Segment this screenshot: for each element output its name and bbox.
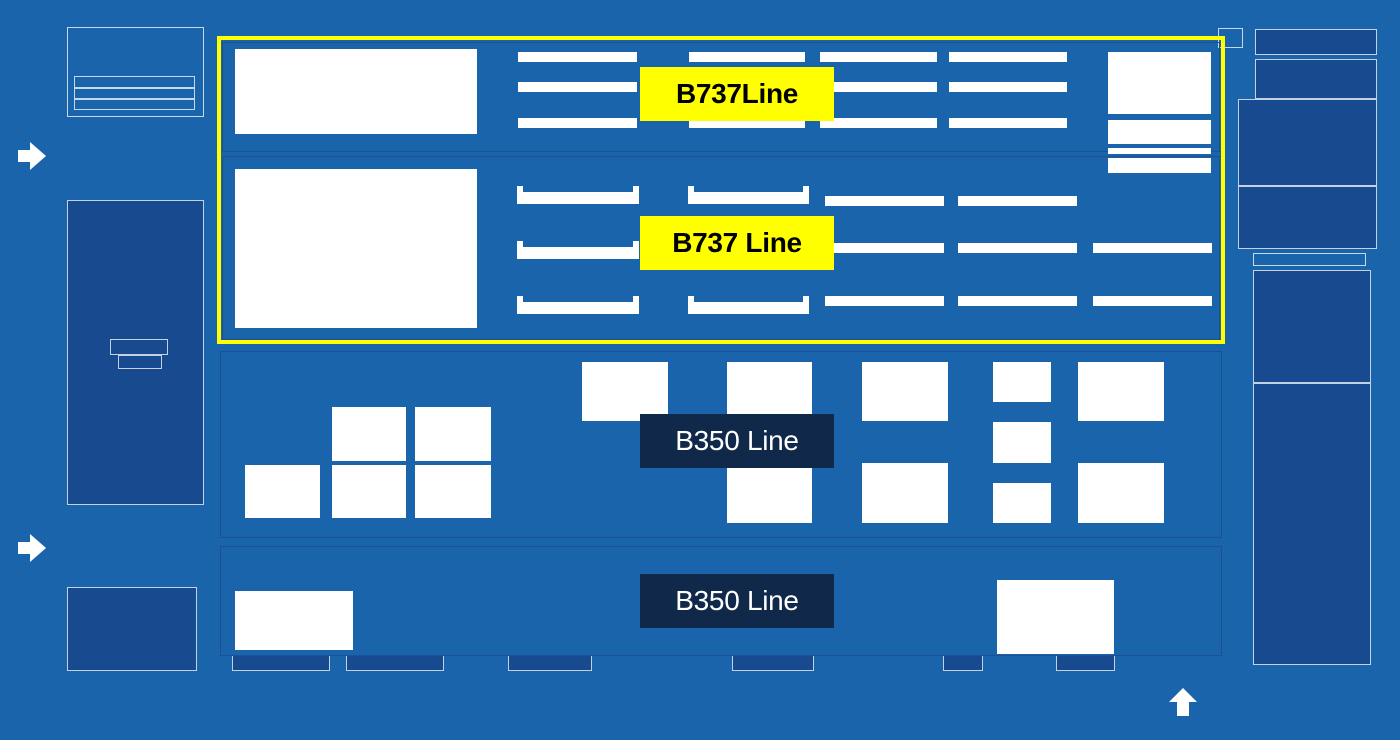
zone-label-b737-upper: B737Line	[640, 67, 834, 121]
right-tall-room-upper	[1253, 270, 1371, 383]
b350-lower-bay	[220, 546, 1222, 656]
b350-machine	[993, 422, 1051, 463]
b737-upper-bench	[949, 82, 1067, 92]
left-top-office-shelf-3	[74, 99, 195, 110]
dock-tab	[732, 656, 814, 671]
right-mid-strip	[1253, 253, 1366, 266]
b350-machine	[332, 407, 406, 461]
b737-lower-bench	[1093, 243, 1212, 253]
zone-label-b737-lower: B737 Line	[640, 216, 834, 270]
b737-upper-bench	[949, 52, 1067, 62]
b350-machine	[582, 362, 668, 421]
b350-machine	[862, 362, 948, 421]
left-top-office	[67, 27, 204, 117]
zone-label-b350-lower: B350 Line	[640, 574, 834, 628]
b350-machine	[1078, 463, 1164, 523]
b350-machine	[415, 465, 491, 518]
b350-machine	[1078, 362, 1164, 421]
b350-machine	[862, 463, 948, 523]
b737-upper-bench	[949, 118, 1067, 128]
right-top-office-2	[1255, 59, 1377, 99]
b737-upper-bench	[689, 52, 805, 62]
b737-zone-highlight	[217, 36, 1225, 344]
b737-right-cabinet-shelf	[1108, 120, 1211, 144]
b737-upper-bench	[820, 52, 937, 62]
b737-upper-bench	[820, 118, 937, 128]
b737-fixture-bracket	[688, 186, 809, 204]
dock-tab	[346, 656, 444, 671]
right-mid-room-upper	[1238, 99, 1377, 186]
dock-tab	[943, 656, 983, 671]
b350-machine	[993, 362, 1051, 402]
arrow-right-icon	[18, 142, 46, 170]
right-mid-room-lower	[1238, 186, 1377, 249]
left-top-office-shelf-1	[74, 76, 195, 88]
right-top-office-1	[1255, 29, 1377, 55]
left-storage-room	[67, 200, 204, 505]
right-tall-room-lower	[1253, 383, 1371, 665]
b737-lower-bench	[958, 243, 1077, 253]
b350-machine	[993, 483, 1051, 523]
arrow-right-icon	[18, 534, 46, 562]
b737-lower-bench	[825, 196, 944, 206]
b350-machine	[727, 465, 812, 523]
dock-tab	[1056, 656, 1115, 671]
b350-lower-machine	[235, 591, 353, 650]
b737-fixture-bracket	[517, 296, 639, 314]
b737-lower-bench	[825, 296, 944, 306]
b737-upper-bench	[820, 82, 937, 92]
b737-right-cabinet-shelf	[1108, 148, 1211, 154]
b737-upper-bay	[222, 42, 1220, 152]
b350-machine	[727, 362, 812, 421]
arrow-up-icon	[1169, 688, 1197, 716]
left-storage-fixture-top	[110, 339, 168, 355]
b737-fixture-bracket	[517, 186, 639, 204]
b737-lower-bay	[222, 156, 1220, 340]
b737-fixture-bracket	[517, 241, 639, 259]
dock-tab	[508, 656, 592, 671]
b737-lower-bench	[825, 243, 944, 253]
b350-machine	[415, 407, 491, 461]
left-top-office-shelf-2	[74, 88, 195, 99]
b737-upper-bench	[518, 118, 637, 128]
dock-tab	[232, 656, 330, 671]
b737-lower-bench	[958, 296, 1077, 306]
b737-right-cabinet-shelf	[1108, 158, 1211, 173]
b350-upper-bay	[220, 351, 1222, 538]
b737-lower-bench	[958, 196, 1077, 206]
left-bottom-room	[67, 587, 197, 671]
b737-upper-workcell	[235, 49, 477, 134]
b737-upper-bench	[518, 82, 637, 92]
left-storage-fixture-bottom	[118, 355, 162, 369]
b350-lower-machine	[997, 580, 1114, 654]
b737-lower-workcell	[235, 169, 477, 328]
b350-machine	[332, 465, 406, 518]
b737-upper-bench	[689, 118, 805, 128]
b350-machine	[245, 465, 320, 518]
b737-fixture-bracket	[688, 296, 809, 314]
zone-label-b350-upper: B350 Line	[640, 414, 834, 468]
b737-right-cabinet	[1108, 52, 1211, 114]
b737-upper-bench	[518, 52, 637, 62]
b737-lower-bench	[1093, 296, 1212, 306]
